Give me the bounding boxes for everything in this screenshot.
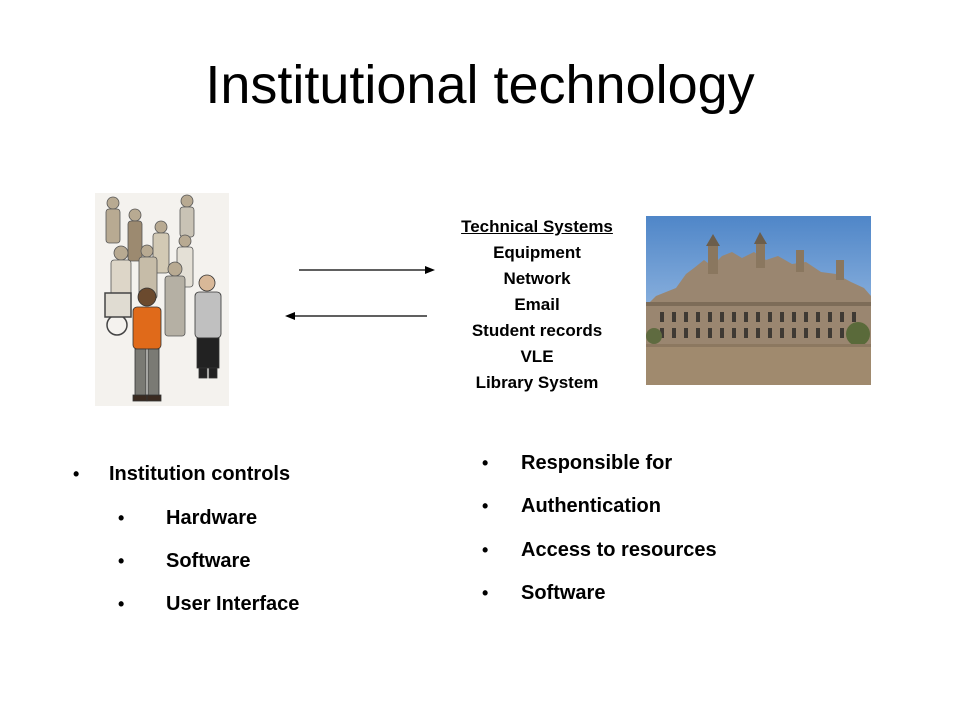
left-item-software: Software (166, 550, 251, 572)
university-building-photo (646, 216, 871, 385)
tech-item-equipment: Equipment (493, 243, 581, 262)
technical-systems-heading: Technical Systems (461, 217, 613, 236)
bidirectional-arrows (285, 266, 435, 320)
tech-item-student-records: Student records (471, 321, 603, 340)
left-item-hardware: Hardware (166, 507, 258, 529)
slide-title: Institutional technology (205, 55, 755, 115)
technical-systems-block: Technical Systems Equipment Network Emai… (435, 214, 639, 396)
right-item-responsible-for: Responsible for (521, 452, 673, 474)
tech-item-library-system: Library System (475, 373, 599, 392)
right-item-authentication: Authentication (521, 495, 661, 517)
tech-item-network: Network (503, 269, 571, 288)
tech-item-email: Email (514, 295, 560, 314)
left-item-user-interface: User Interface (166, 593, 300, 615)
right-item-access-to-resources: Access to resources (521, 539, 717, 561)
institution-controls-heading: Institution controls (109, 463, 291, 485)
right-item-software: Software (521, 582, 606, 604)
people-group-illustration (95, 193, 229, 406)
tech-item-vle: VLE (520, 347, 554, 366)
